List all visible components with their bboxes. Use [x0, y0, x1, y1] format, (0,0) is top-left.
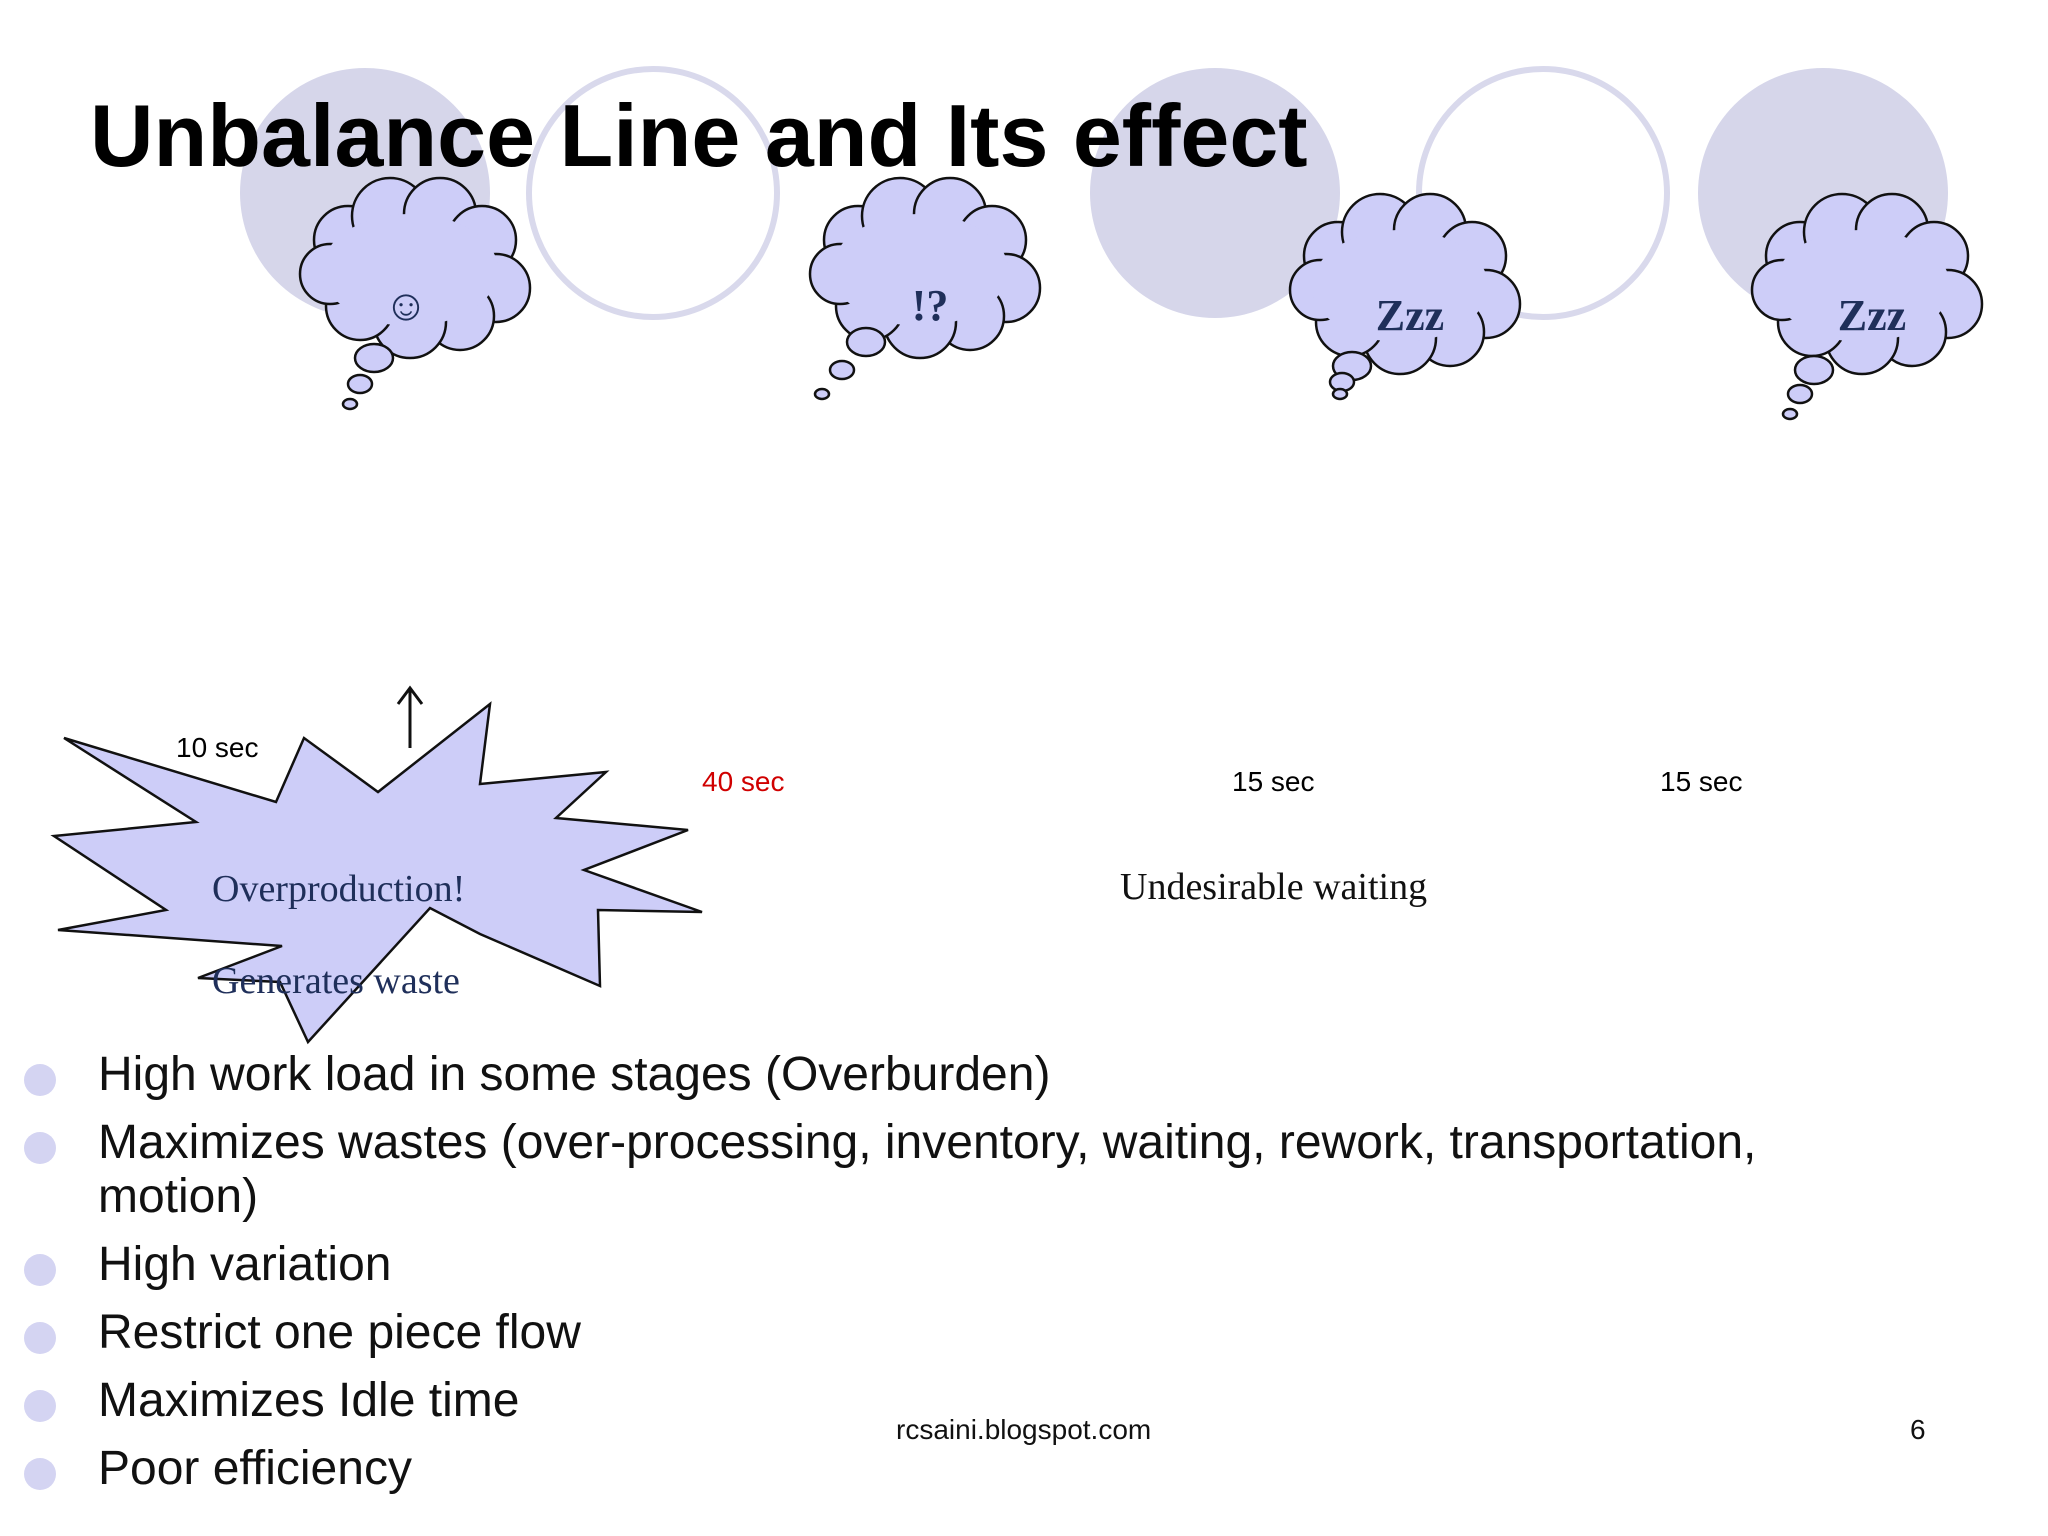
- thought-cloud-shape: [1288, 192, 1522, 401]
- list-item: Maximizes Idle time: [24, 1374, 1918, 1428]
- list-item: High variation: [24, 1238, 1918, 1292]
- thought-bubble-worker-3: Zzz: [1288, 192, 1530, 436]
- overproduction-burst: [50, 701, 703, 1045]
- burst-line-2: Generates waste: [212, 960, 460, 1002]
- list-item-text: High work load in some stages (Overburde…: [98, 1048, 1051, 1101]
- station-1-time: 10 sec: [176, 732, 259, 763]
- list-item: Poor efficiency: [24, 1442, 1918, 1496]
- up-arrow-icon: [396, 685, 424, 748]
- station-4-time: 15 sec: [1660, 766, 1743, 797]
- list-item: High work load in some stages (Overburde…: [24, 1048, 1918, 1102]
- footer-source: rcsaini.blogspot.com: [896, 1414, 1152, 1445]
- list-item-text: Restrict one piece flow: [98, 1306, 581, 1359]
- bullet-dot-icon: [24, 1390, 56, 1422]
- sleep-mark-icon: Zzz: [1837, 291, 1907, 340]
- slide-title: Unbalance Line and Its effect: [90, 86, 1308, 185]
- page-number: 6: [1910, 1414, 1926, 1445]
- sleep-mark-icon: Zzz: [1375, 291, 1445, 340]
- bullet-dot-icon: [24, 1064, 56, 1096]
- thought-cloud-shape: [1750, 192, 1984, 421]
- thought-cloud-shape: [808, 176, 1042, 401]
- station-2-time: 40 sec: [702, 766, 785, 797]
- smiley-face-icon: ☺: [383, 281, 429, 330]
- list-item: Restrict one piece flow: [24, 1306, 1918, 1360]
- burst-line-1: Overproduction!: [212, 868, 466, 910]
- bullet-dot-icon: [24, 1132, 56, 1164]
- station-3-time: 15 sec: [1232, 766, 1315, 797]
- thought-cloud-shape: [298, 176, 532, 411]
- confused-mark-icon: !?: [911, 281, 949, 330]
- waiting-note: Undesirable waiting: [1120, 866, 1428, 908]
- list-item-text: Maximizes Idle time: [98, 1374, 520, 1427]
- thought-bubble-worker-2: !?: [808, 176, 1050, 420]
- list-item: Maximizes wastes (over-processing, inven…: [24, 1116, 1918, 1224]
- list-item-text: Poor efficiency: [98, 1442, 412, 1495]
- effects-list: High work load in some stages (Overburde…: [24, 1048, 1984, 1510]
- thought-bubble-worker-1: ☺: [298, 176, 540, 420]
- list-item-text: High variation: [98, 1238, 392, 1291]
- bullet-dot-icon: [24, 1322, 56, 1354]
- bullet-dot-icon: [24, 1254, 56, 1286]
- decor-circle-2: [526, 66, 780, 320]
- thought-bubble-worker-4: Zzz: [1750, 192, 1992, 436]
- list-item-text: Maximizes wastes (over-processing, inven…: [98, 1116, 1757, 1223]
- bullet-dot-icon: [24, 1458, 56, 1490]
- decor-circle-4: [1416, 66, 1670, 320]
